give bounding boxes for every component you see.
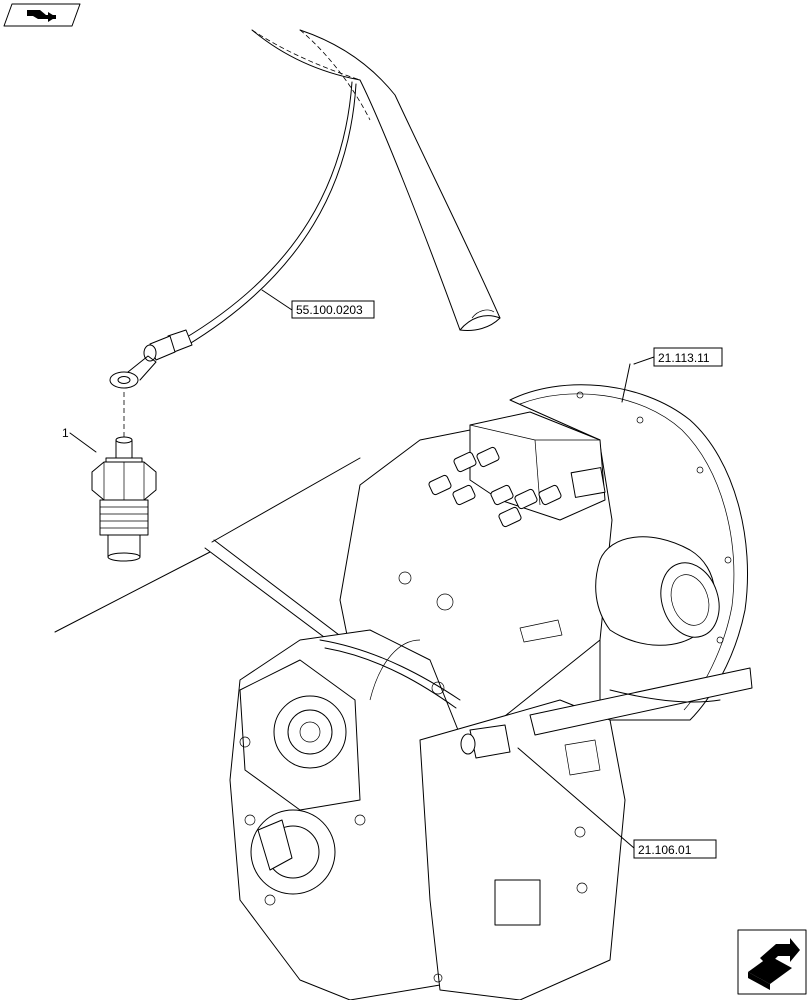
- callout-gearbox-leader: [621, 363, 631, 403]
- callout-gearbox-label[interactable]: 21.113.11: [658, 351, 710, 365]
- callout-sensor-leader: [517, 747, 635, 849]
- callout-1-leader: [69, 432, 97, 453]
- harness-wire: [109, 81, 357, 389]
- callout-harness-label[interactable]: 55.100.0203: [296, 303, 363, 317]
- temperature-sensor: [91, 436, 157, 562]
- callout-1: 1: [62, 426, 69, 440]
- page-forward-icon[interactable]: [737, 929, 807, 995]
- callout-harness-leader: [261, 289, 293, 311]
- callout-gearbox-connector: [633, 356, 655, 365]
- callout-harness-box[interactable]: [291, 300, 375, 319]
- hose: [251, 29, 501, 331]
- page-back-icon[interactable]: [3, 3, 81, 27]
- callout-sensor-label[interactable]: 21.106.01: [638, 843, 692, 857]
- gearbox-assembly: [229, 384, 753, 1000]
- callout-sensor-box[interactable]: [633, 839, 717, 859]
